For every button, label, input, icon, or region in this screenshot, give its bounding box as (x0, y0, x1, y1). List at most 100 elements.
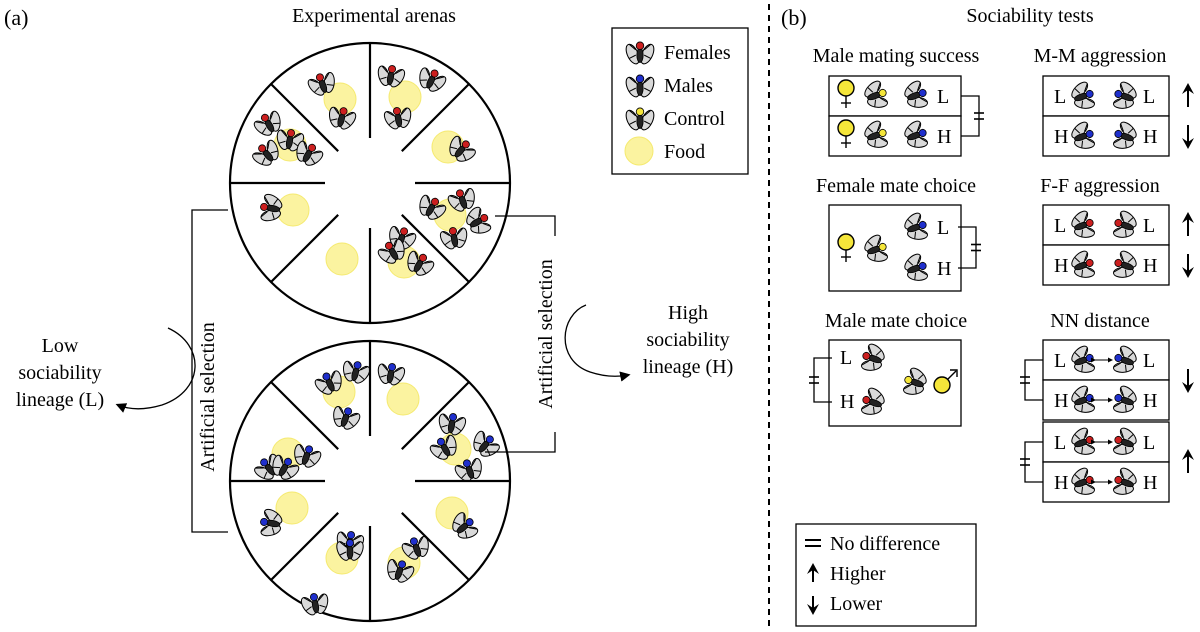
lineage-letter: L (1143, 86, 1155, 108)
control-fly-icon (899, 363, 933, 402)
arena-top (228, 41, 512, 325)
female-fly-icon (1109, 206, 1143, 245)
lineage-letter: L (937, 86, 949, 108)
key-no-difference-label: No difference (830, 533, 940, 555)
female-fly-icon (303, 68, 342, 102)
key-higher-label: Higher (830, 563, 886, 585)
lineage-letter: H (1054, 390, 1068, 412)
male-fly-icon (249, 449, 290, 488)
no-difference-bracket (809, 357, 832, 403)
control-fly-icon (858, 116, 892, 155)
female-symbol-icon (837, 119, 855, 148)
male-fly-icon (380, 555, 419, 589)
male-fly-icon (433, 410, 470, 440)
female-fly-icon (257, 190, 287, 227)
panel-b-title: Sociability tests (966, 5, 1093, 27)
female-fly-icon (249, 106, 289, 143)
male-fly-icon (464, 426, 505, 465)
female-fly-icon (857, 339, 891, 378)
female-fly-icon (1109, 463, 1143, 502)
female-fly-icon (382, 222, 421, 256)
female-fly-icon (399, 246, 439, 283)
male-fly-icon (898, 116, 932, 155)
male-fly-icon (1109, 77, 1143, 116)
test-title-ff-aggression: F-F aggression (1040, 175, 1159, 197)
higher-symbol-icon (807, 563, 819, 582)
panel-a-title: Experimental arenas (292, 5, 456, 27)
male-fly-icon (287, 440, 326, 474)
female-fly-icon (857, 383, 891, 422)
lower-arrow-icon (1182, 254, 1194, 278)
lower-arrow-icon (1182, 125, 1194, 149)
female-fly-icon (459, 202, 496, 242)
legend-male-label: Males (664, 75, 713, 97)
male-fly-icon (1109, 381, 1143, 420)
female-fly-icon (380, 104, 417, 134)
svg-text:sociability: sociability (646, 329, 729, 351)
lineage-letter: L (1054, 86, 1066, 108)
male-fly-icon (264, 450, 304, 487)
no-difference-bracket (961, 95, 984, 137)
male-fly-icon (336, 357, 375, 389)
female-fly-icon (372, 62, 409, 92)
svg-text:lineage (L): lineage (L) (16, 389, 104, 411)
control-fly-icon (858, 76, 892, 115)
lineage-letter: L (1143, 350, 1155, 372)
male-fly-icon (372, 360, 409, 390)
male-fly-icon (310, 366, 350, 402)
male-fly-icon (297, 590, 334, 620)
male-fly-icon (326, 402, 365, 436)
male-fly-icon (425, 430, 465, 467)
female-fly-icon (411, 63, 451, 99)
no-difference-bracket (1020, 441, 1043, 483)
food-icon (275, 491, 309, 525)
lineage-letter: L (937, 217, 949, 239)
panel-a-label: (a) (4, 5, 28, 30)
female-fly-icon (373, 234, 413, 271)
male-symbol-icon (933, 369, 958, 394)
artificial-selection-label-right: Artificial selection (535, 259, 557, 408)
lineage-letter: L (840, 347, 852, 369)
lineage-letter: H (840, 391, 854, 413)
lineage-letter: H (1143, 126, 1157, 148)
female-fly-icon (1065, 246, 1099, 285)
male-fly-icon (444, 507, 483, 548)
no-difference-bracket (958, 226, 981, 269)
curved-arrow-low-icon (115, 327, 196, 413)
no-difference-symbol-icon (805, 539, 821, 547)
lineage-letter: H (937, 126, 951, 148)
male-fly-icon (450, 454, 489, 488)
female-fly-icon (1109, 423, 1143, 462)
control-fly-icon (622, 107, 658, 133)
lineage-letter: L (1054, 215, 1066, 237)
higher-arrow-icon (1182, 83, 1194, 107)
legend-control-label: Control (664, 108, 726, 130)
male-fly-icon (257, 505, 287, 542)
test-title-nn-distance: NN distance (1050, 310, 1150, 332)
svg-text:Low: Low (42, 335, 79, 357)
control-fly-icon (858, 230, 892, 269)
svg-text:sociability: sociability (18, 362, 101, 384)
female-fly-icon (411, 190, 451, 227)
lineage-letter: L (1054, 350, 1066, 372)
female-fly-icon (247, 135, 288, 174)
no-difference-bracket (1020, 359, 1043, 401)
male-fly-icon (1109, 341, 1143, 380)
high-lineage-label: High sociability lineage (H) (643, 302, 734, 378)
food-icon (386, 382, 420, 416)
female-fly-icon (1065, 206, 1099, 245)
lineage-letter: H (1143, 390, 1157, 412)
lower-symbol-icon (807, 596, 819, 615)
key-lower-label: Lower (830, 593, 883, 615)
female-symbol-icon (837, 233, 855, 262)
arena-bottom (228, 339, 512, 623)
lineage-letter: H (1054, 255, 1068, 277)
higher-arrow-icon (1182, 212, 1194, 236)
male-fly-icon (1065, 117, 1099, 156)
svg-text:High: High (668, 302, 708, 324)
male-fly-icon (333, 538, 367, 563)
lineage-letter: H (1143, 472, 1157, 494)
test-title-male-mate-choice: Male mate choice (825, 310, 967, 332)
female-fly-icon (440, 131, 481, 170)
